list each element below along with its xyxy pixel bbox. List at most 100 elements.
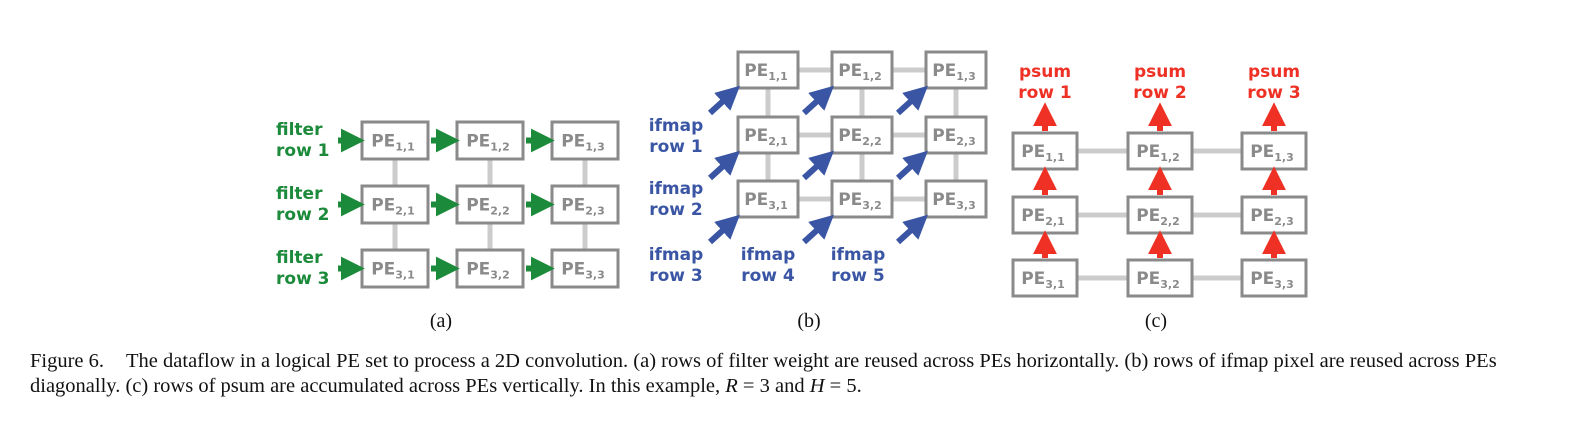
- pe-label: PE1,2: [466, 132, 510, 154]
- pe-label: PE3,3: [561, 260, 605, 282]
- pe-label: PE2,3: [1250, 206, 1294, 228]
- pe-2-2: PE2,2: [830, 115, 894, 155]
- pe-label: PE2,2: [838, 126, 882, 148]
- figure-caption: Figure 6.The dataflow in a logical PE se…: [30, 349, 1560, 399]
- ifmap-diagonal-arrow: [801, 150, 834, 181]
- pe-box: [1126, 195, 1194, 235]
- pe-1-2: PE1,2: [1126, 131, 1194, 171]
- ifmap-diagonal-arrow: [801, 85, 834, 116]
- pe-label: PE1,2: [1136, 142, 1180, 164]
- pe-3-1: PE3,1: [736, 179, 800, 219]
- caption-text-2: = 3 and: [737, 375, 810, 397]
- pe-3-3: PE3,3: [1240, 258, 1308, 298]
- pe-label: PE1,1: [371, 132, 415, 154]
- pe-2-3: PE2,3: [924, 115, 988, 155]
- pe-2-2: PE2,2: [455, 184, 525, 225]
- pe-label: PE2,2: [466, 196, 510, 218]
- pe-box: [1126, 258, 1194, 298]
- ifmap-diagonal-arrow: [801, 214, 834, 245]
- pe-label: PE3,2: [838, 190, 882, 212]
- pe-label: PE3,2: [1136, 269, 1180, 291]
- pe-box: [924, 115, 988, 155]
- ifmap-diagonal-arrow: [895, 150, 928, 181]
- pe-label: PE2,1: [371, 196, 415, 218]
- pe-2-1: PE2,1: [1011, 195, 1079, 235]
- pe-1-1: PE1,1: [736, 50, 800, 90]
- pe-2-2: PE2,2: [1126, 195, 1194, 235]
- pe-3-2: PE3,2: [455, 248, 525, 289]
- panel-b-label: (b): [797, 310, 820, 332]
- pe-box: [924, 179, 988, 219]
- pe-label: PE2,2: [1136, 206, 1180, 228]
- pe-label: PE1,3: [561, 132, 605, 154]
- pe-label: PE3,1: [371, 260, 415, 282]
- pe-3-2: PE3,2: [1126, 258, 1194, 298]
- panel-c-label: (c): [1145, 310, 1167, 332]
- pe-box: [1011, 258, 1079, 298]
- pe-label: PE1,3: [1250, 142, 1294, 164]
- pe-1-3: PE1,3: [1240, 131, 1308, 171]
- pe-box: [360, 248, 430, 289]
- caption-text-3: = 5.: [824, 375, 862, 397]
- pe-label: PE1,3: [932, 61, 976, 83]
- pe-label: PE1,1: [744, 61, 788, 83]
- pe-box: [736, 50, 800, 90]
- pe-label: PE2,3: [932, 126, 976, 148]
- pe-box: [736, 115, 800, 155]
- pe-1-3: PE1,3: [550, 120, 620, 161]
- pe-1-1: PE1,1: [1011, 131, 1079, 171]
- pe-box: [736, 179, 800, 219]
- pe-2-1: PE2,1: [736, 115, 800, 155]
- pe-box: [360, 120, 430, 161]
- caption-text-1: The dataflow in a logical PE set to proc…: [30, 350, 1497, 397]
- pe-box: [830, 50, 894, 90]
- pe-box: [455, 184, 525, 225]
- ifmap-diagonal-arrow: [707, 214, 740, 245]
- pe-3-3: PE3,3: [924, 179, 988, 219]
- ifmap-diagonal-arrow: [707, 150, 740, 181]
- pe-1-2: PE1,2: [455, 120, 525, 161]
- pe-box: [455, 120, 525, 161]
- pe-box: [1240, 258, 1308, 298]
- pe-box: [830, 115, 894, 155]
- pe-3-1: PE3,1: [1011, 258, 1079, 298]
- pe-2-3: PE2,3: [1240, 195, 1308, 235]
- pe-3-1: PE3,1: [360, 248, 430, 289]
- pe-label: PE2,1: [744, 126, 788, 148]
- panel-a-label: (a): [430, 310, 452, 332]
- pe-box: [550, 248, 620, 289]
- pe-label: PE2,1: [1021, 206, 1065, 228]
- pe-label: PE3,3: [1250, 269, 1294, 291]
- pe-box: [455, 248, 525, 289]
- pe-box: [924, 50, 988, 90]
- ifmap-diagonal-arrow: [895, 214, 928, 245]
- ifmap-diagonal-arrow: [707, 85, 740, 116]
- pe-box: [830, 179, 894, 219]
- pe-3-3: PE3,3: [550, 248, 620, 289]
- pe-label: PE3,3: [932, 190, 976, 212]
- pe-2-3: PE2,3: [550, 184, 620, 225]
- caption-var-r: R: [725, 375, 738, 397]
- pe-label: PE1,2: [838, 61, 882, 83]
- pe-label: PE3,1: [744, 190, 788, 212]
- pe-2-1: PE2,1: [360, 184, 430, 225]
- pe-1-3: PE1,3: [924, 50, 988, 90]
- pe-label: PE2,3: [561, 196, 605, 218]
- caption-var-h: H: [809, 375, 825, 397]
- pe-3-2: PE3,2: [830, 179, 894, 219]
